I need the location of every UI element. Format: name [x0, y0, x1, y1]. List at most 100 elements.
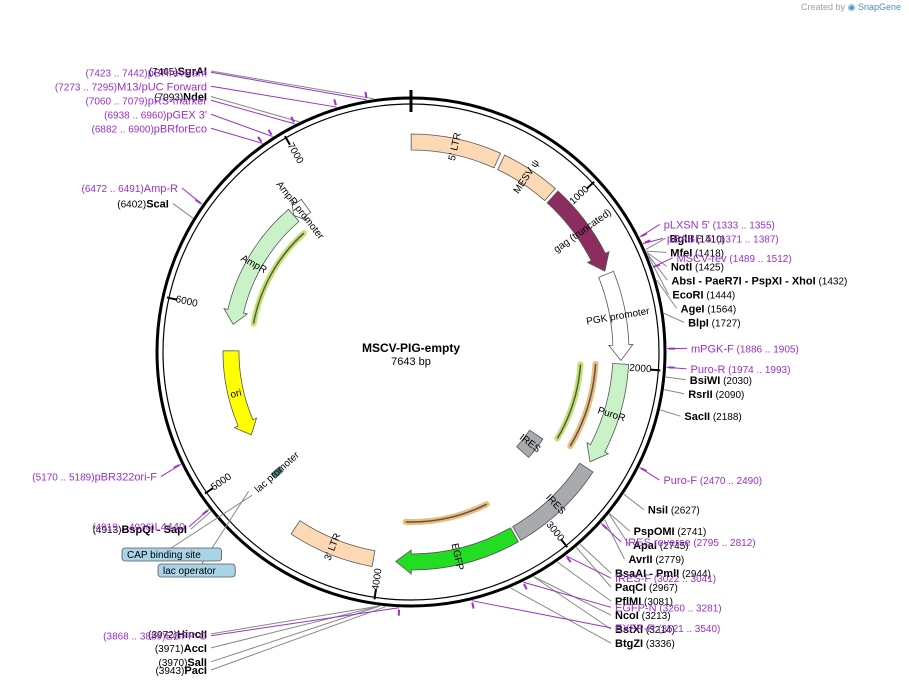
leader-line	[647, 255, 669, 295]
leader-line	[471, 600, 612, 629]
primer-name: pBABE 5'	[667, 233, 714, 245]
primer-name: pLXSN 5'	[664, 219, 710, 231]
primer-mark	[202, 509, 209, 516]
leader-line	[646, 252, 668, 267]
primer-name: EGFP-N	[615, 602, 657, 614]
primer-label-ires-f: IRES-F (3022 .. 3041)	[615, 573, 716, 585]
enzyme-position: (2944)	[679, 569, 711, 580]
snapgene-logo: ◉	[847, 2, 856, 12]
credit-line: Created by ◉ SnapGene	[801, 2, 901, 13]
primer-mark	[364, 91, 368, 99]
enzyme-position: (3971)	[155, 644, 184, 655]
primer-label-mpgk-f: mPGK-F (1886 .. 1905)	[691, 343, 799, 355]
feature-pgk	[598, 270, 634, 362]
enzyme-position: (2741)	[675, 527, 707, 538]
primer-position: (6882 .. 6900)	[92, 124, 154, 135]
tick-2000	[650, 368, 661, 372]
tick-label: 6000	[174, 294, 199, 310]
enzyme-label-paci: (3943)PacI	[155, 665, 207, 677]
highlight-core	[405, 503, 488, 523]
primer-position: (3868 .. 3889)	[103, 632, 165, 643]
tick-7000	[284, 135, 291, 146]
primer-label-egfp-n: EGFP-N (3260 .. 3281)	[615, 602, 722, 614]
primer-name: mPGK-F	[691, 343, 734, 355]
enzyme-name: NotI	[671, 261, 692, 273]
enzyme-name: AgeI	[681, 303, 705, 315]
feature-label-lacprom: lac promoter	[253, 449, 302, 495]
enzyme-name: SgrAI	[178, 66, 207, 78]
primer-name: IRES-F	[615, 573, 651, 585]
feature-lacprom	[270, 466, 284, 479]
enzyme-label-absi-paer7i-pspxi-xhoi: AbsI - PaeR7I - PspXI - XhoI (1432)	[671, 275, 847, 287]
enzyme-position: (1410)	[693, 234, 725, 245]
primer-label-egfp-c: (3868 .. 3889)EGFP-C	[103, 631, 207, 643]
primer-position: (7060 .. 7079)	[85, 96, 147, 107]
highlight-core	[252, 232, 305, 324]
primer-label-prs-marker: (7060 .. 7079)pRS-marker	[85, 95, 207, 107]
highlight-core	[569, 363, 597, 447]
enzyme-name: MfeI	[670, 247, 692, 259]
leader-line	[190, 511, 212, 530]
highlight-core	[556, 364, 582, 439]
primer-name: pBRforEco	[154, 123, 207, 135]
enzyme-name: BstXI	[615, 624, 643, 636]
plasmid-name: MSCV-PIG-empty	[362, 341, 460, 355]
primer-position: (1886 .. 1905)	[734, 344, 799, 355]
enzyme-label-bsaai-pmli: BsaAI - PmlI (2944)	[615, 568, 711, 580]
tick-1000	[586, 181, 595, 190]
enzyme-name: BglII	[670, 233, 694, 245]
enzyme-label-avrii: AvrII (2779)	[629, 554, 685, 566]
tick-label: 5000	[209, 471, 234, 493]
primer-name: IRES reverse	[625, 537, 690, 549]
leader-line	[210, 605, 380, 649]
primer-position: (3022 .. 3041)	[651, 574, 716, 585]
primer-name: pGEX 3'	[166, 109, 207, 121]
enzyme-name: PaqCI	[615, 582, 646, 594]
primer-position: (6472 .. 6491)	[81, 184, 143, 195]
enzyme-label-rsrii: RsrII (2090)	[688, 389, 744, 401]
labels-group: BglII (1410) MfeI (1418) NotI (1425) AbsI -…	[32, 66, 847, 677]
leader-line	[647, 253, 668, 281]
enzyme-label-scai: (6402)ScaI	[117, 198, 169, 210]
primer-name: pBR322ori-F	[95, 472, 158, 484]
leader-line	[645, 237, 666, 251]
enzyme-position: (6402)	[117, 199, 146, 210]
enzyme-name: RsrII	[688, 389, 712, 401]
enzyme-label-mfei: MfeI (1418)	[670, 247, 724, 259]
leader-line	[210, 70, 374, 100]
leader-line	[660, 409, 681, 417]
enzyme-position: (2030)	[720, 376, 752, 387]
credit-brand: SnapGene	[857, 2, 901, 12]
primer-position: (6938 .. 6960)	[104, 110, 166, 121]
primer-label-plxsn-5: pLXSN 5' (1333 .. 1355)	[664, 219, 775, 231]
enzyme-name: ApaI	[633, 540, 657, 552]
enzyme-name: SacII	[684, 411, 710, 423]
primer-position: (4919 .. 4936)	[92, 523, 154, 534]
box-label-lac-operator: lac operator	[163, 566, 216, 577]
primer-mark	[644, 239, 651, 244]
leader-line	[665, 376, 686, 381]
primer-mark	[471, 602, 475, 609]
enzyme-position: (4913)	[93, 525, 122, 536]
primer-label-ires-reverse: IRES reverse (2795 .. 2812)	[625, 537, 755, 549]
enzyme-label-bspqi-sapi: (4913)BspQI - SapI	[93, 524, 187, 536]
enzyme-position: (3214)	[643, 625, 675, 636]
primer-label-mscv-rev: MSCV-rev (1489 .. 1512)	[677, 253, 792, 265]
enzyme-position: (3970)	[159, 658, 188, 669]
primer-mark	[290, 116, 295, 123]
enzyme-position: (1425)	[692, 262, 724, 273]
enzyme-label-acci: (3971)AccI	[155, 643, 207, 655]
leader-line	[608, 513, 630, 546]
tick-label: 7000	[285, 141, 306, 166]
primer-name: EGFP-C	[165, 631, 207, 643]
enzyme-name: NsiI	[648, 505, 668, 517]
enzyme-name: PspOMI	[634, 526, 675, 538]
enzyme-label-agei: AgeI (1564)	[681, 303, 737, 315]
box-lac-operator	[157, 563, 236, 578]
leader-line	[576, 547, 612, 588]
enzyme-label-nsii: NsiI (2627)	[648, 505, 700, 517]
leader-line	[210, 605, 380, 635]
enzyme-name: ScaI	[146, 198, 169, 210]
leader-line	[210, 606, 386, 671]
enzyme-position: (7465)	[149, 67, 178, 78]
